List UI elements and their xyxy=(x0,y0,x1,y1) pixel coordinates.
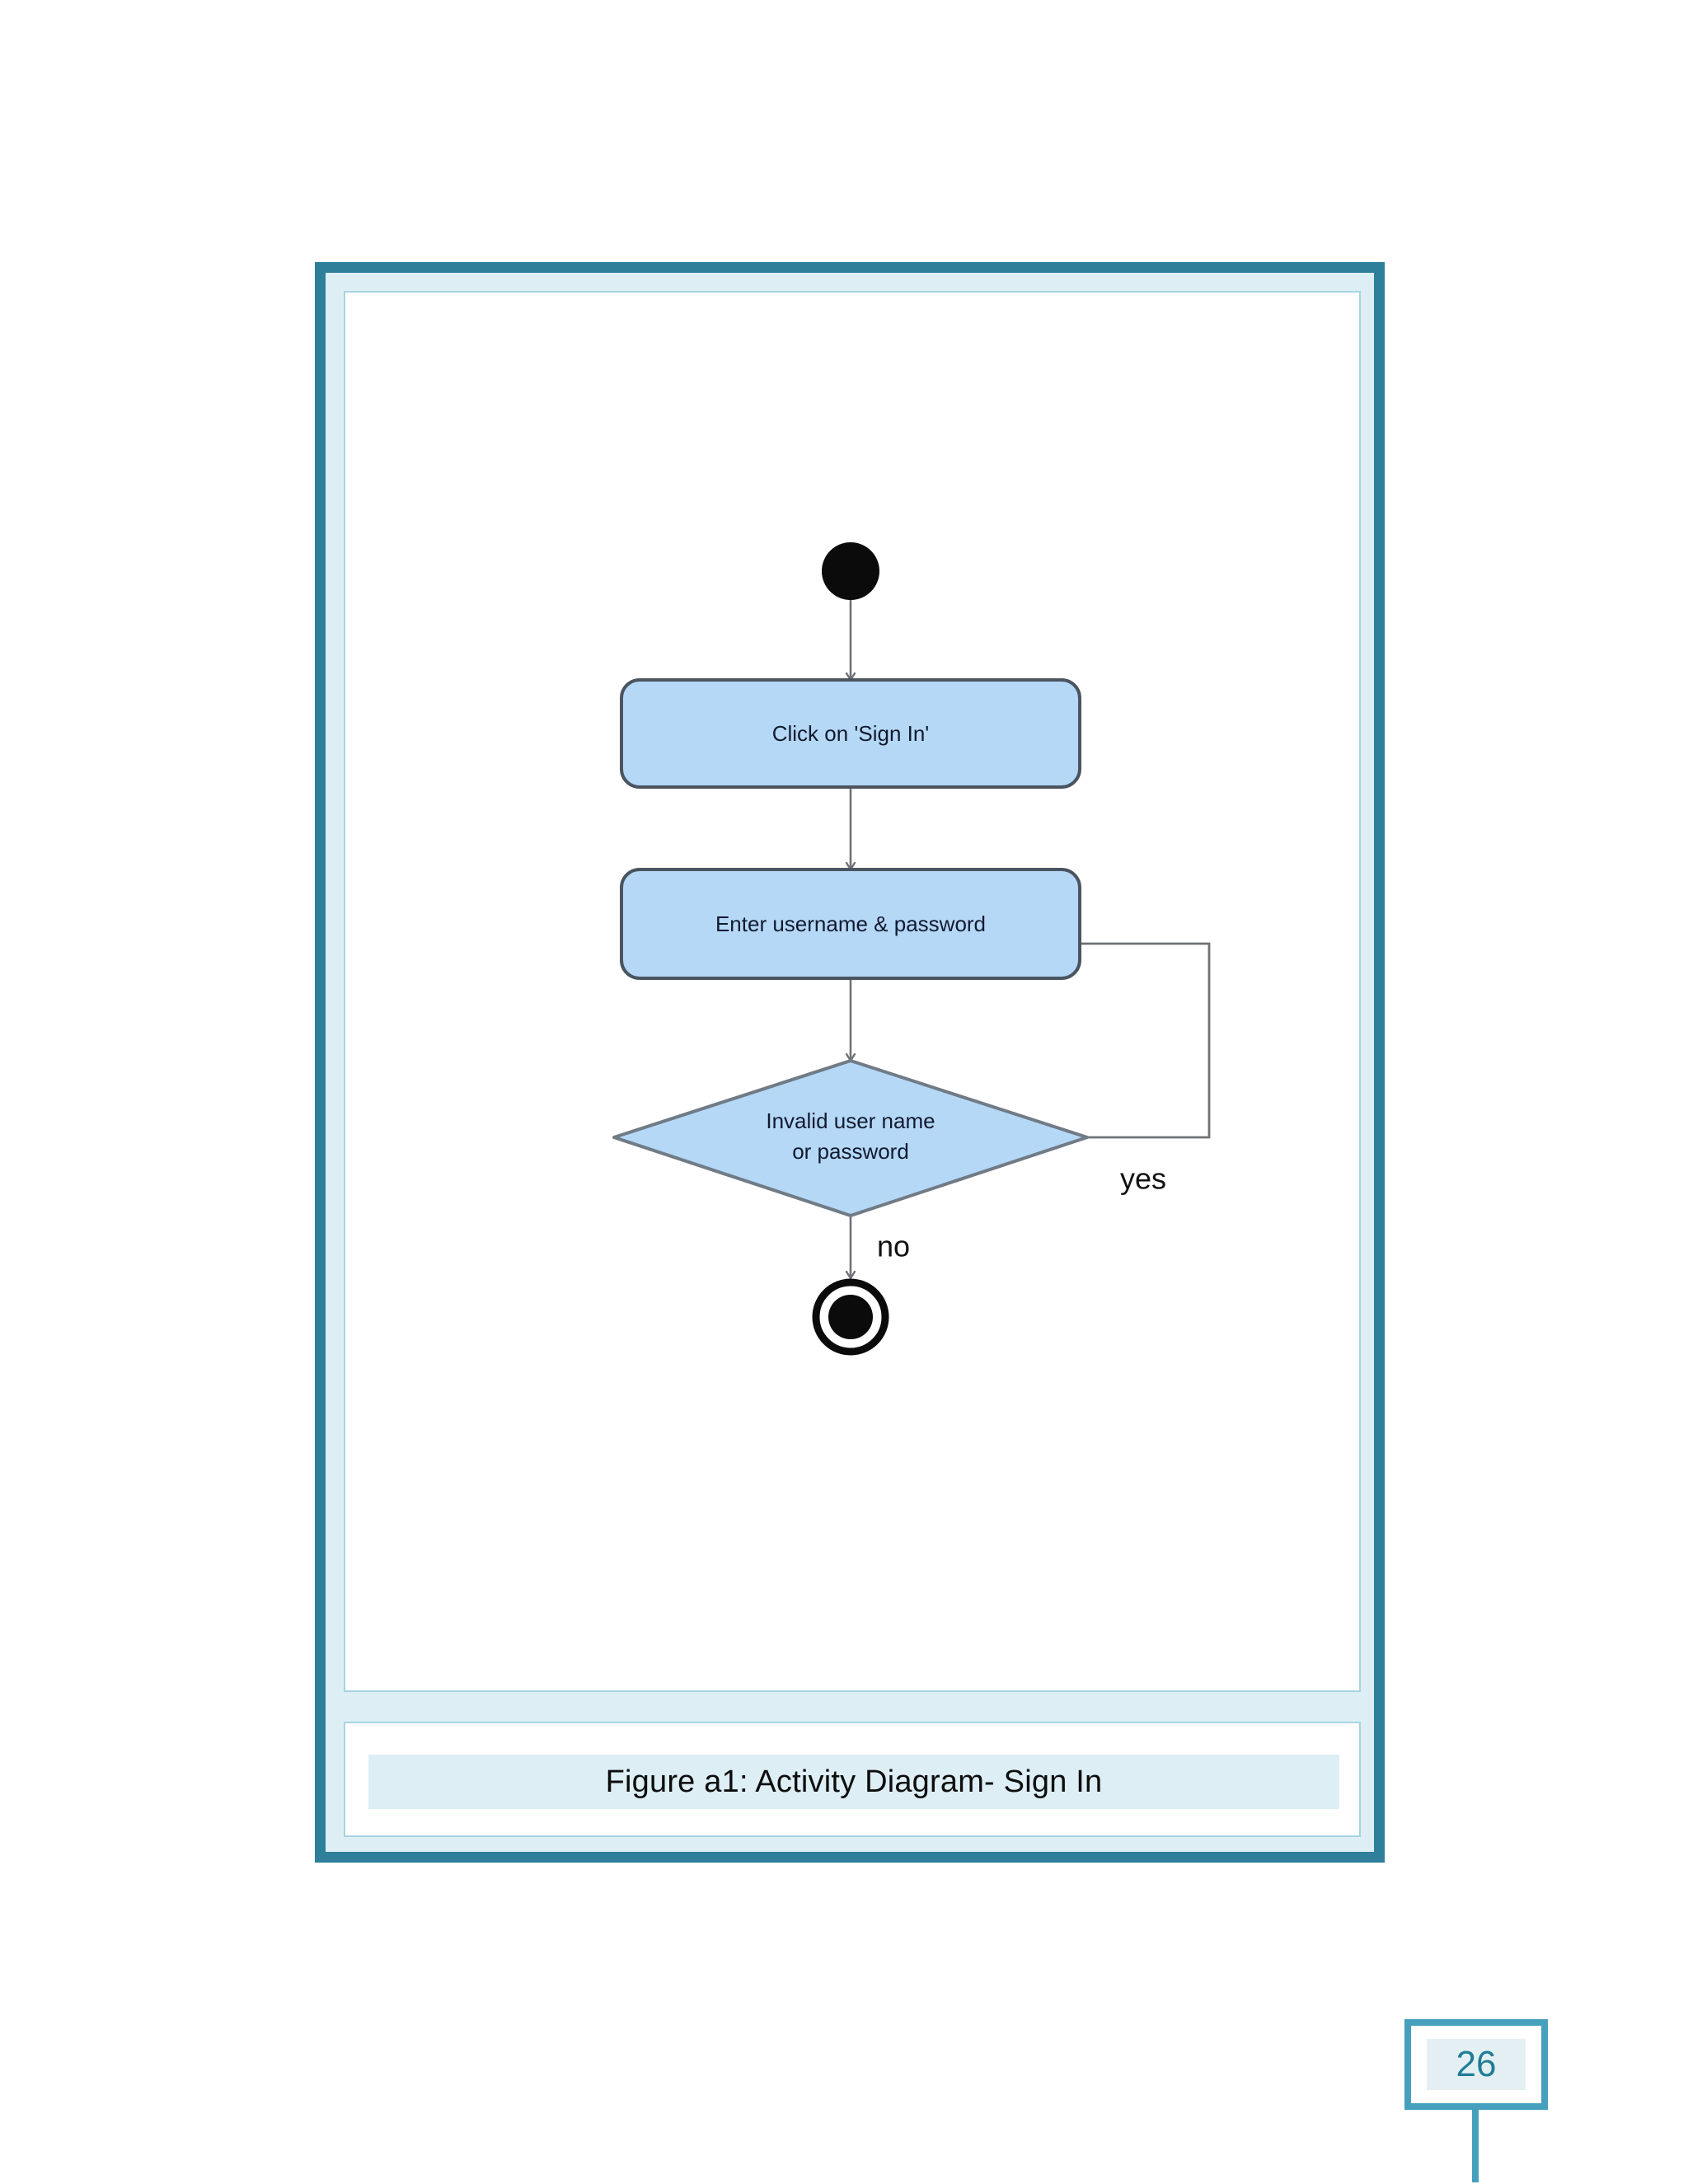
initial-node-icon xyxy=(822,542,879,600)
figure-caption-strip: Figure a1: Activity Diagram- Sign In xyxy=(368,1755,1339,1809)
activity-diagram: Click on 'Sign In' Enter username & pass… xyxy=(345,293,1362,1694)
page-number-stem xyxy=(1472,2110,1479,2182)
action-node-enter-credentials[interactable]: Enter username & password xyxy=(620,868,1081,980)
diagram-panel: Click on 'Sign In' Enter username & pass… xyxy=(344,291,1361,1692)
activity-diagram-canvas: Click on 'Sign In' Enter username & pass… xyxy=(612,542,1211,1356)
final-node-icon xyxy=(812,1278,889,1356)
page-number-text: 26 xyxy=(1456,2044,1497,2084)
page-number-badge: 26 xyxy=(1404,2019,1548,2110)
action-node-label: Enter username & password xyxy=(715,912,986,936)
decorative-page-frame: Click on 'Sign In' Enter username & pass… xyxy=(315,262,1385,1863)
decision-node-shape xyxy=(612,1059,1089,1217)
frame-inner-band: Click on 'Sign In' Enter username & pass… xyxy=(326,273,1374,1852)
action-node-shape xyxy=(620,678,1081,789)
branch-label-no: no xyxy=(877,1230,910,1263)
page-number-fill: 26 xyxy=(1427,2039,1526,2090)
decision-node-invalid-check[interactable]: Invalid user name or password xyxy=(612,1059,1089,1217)
decision-node-label-line1: Invalid user name xyxy=(766,1108,935,1133)
figure-caption-panel: Figure a1: Activity Diagram- Sign In xyxy=(344,1722,1361,1837)
branch-label-yes: yes xyxy=(1120,1162,1166,1196)
action-node-shape xyxy=(620,868,1081,980)
action-node-click-sign-in[interactable]: Click on 'Sign In' xyxy=(620,678,1081,789)
edge-decision-yes-loopback xyxy=(985,938,1211,1139)
action-node-label: Click on 'Sign In' xyxy=(772,721,930,746)
decision-node-label-line2: or password xyxy=(792,1139,909,1164)
figure-caption-text: Figure a1: Activity Diagram- Sign In xyxy=(605,1764,1103,1799)
